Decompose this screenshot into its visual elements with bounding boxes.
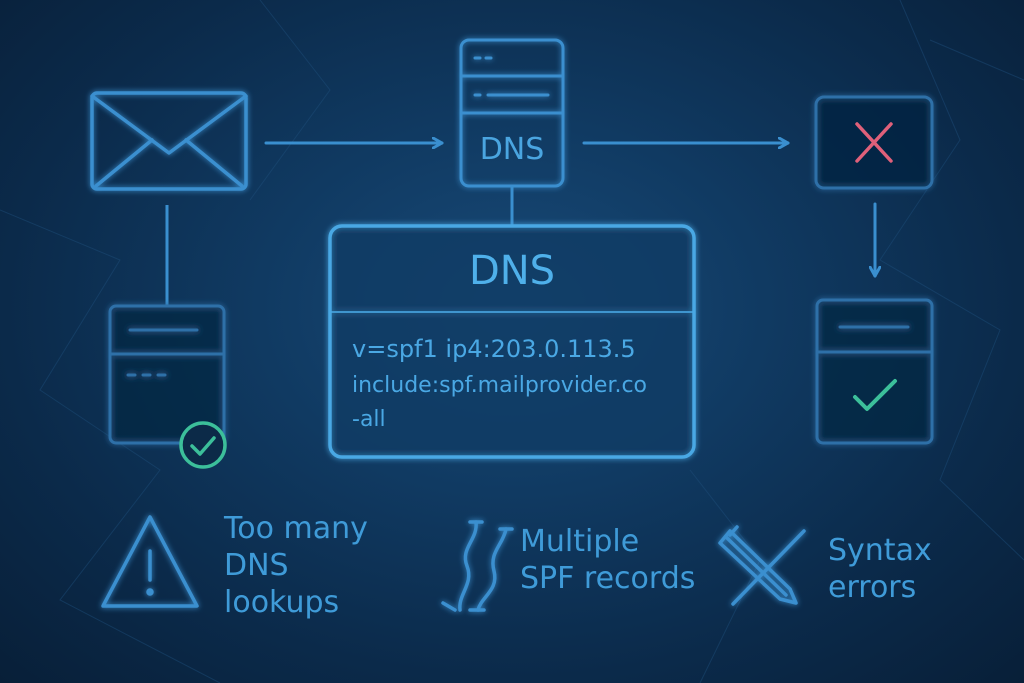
issue-label-line: lookups	[224, 585, 340, 620]
sender-document-icon	[108, 304, 226, 445]
verified-check-badge-icon	[179, 421, 227, 469]
dns-record-card	[328, 224, 696, 459]
issue-label-line: DNS	[224, 548, 289, 583]
issue-label-line: Multiple	[520, 524, 640, 559]
spf-record-line: v=spf1 ip4:203.0.113.5	[352, 335, 636, 363]
envelope-icon	[90, 91, 248, 191]
issue-label-line: errors	[828, 570, 917, 605]
dns-record-title: DNS	[468, 248, 556, 294]
spf-record-line: include:spf.mailprovider.co	[352, 373, 648, 398]
squiggle-icon	[441, 520, 514, 612]
issue-label-line: SPF records	[520, 561, 696, 596]
crossed-pencil-icon	[718, 525, 806, 606]
reject-x-icon	[855, 122, 893, 163]
issue-label-line: Syntax	[828, 533, 932, 568]
issue-syntax-errors-label: Syntax errors	[828, 532, 932, 606]
warning-triangle-icon	[101, 515, 199, 608]
dns-server-label: DNS	[479, 132, 545, 167]
spf-record-line: -all	[352, 407, 386, 432]
issue-too-many-lookups-label: Too many DNS lookups	[224, 510, 368, 621]
success-check-icon	[853, 379, 897, 411]
result-document-icon	[815, 298, 934, 445]
issue-multiple-records-label: Multiple SPF records	[520, 523, 695, 597]
issue-label-line: Too many	[224, 511, 368, 546]
